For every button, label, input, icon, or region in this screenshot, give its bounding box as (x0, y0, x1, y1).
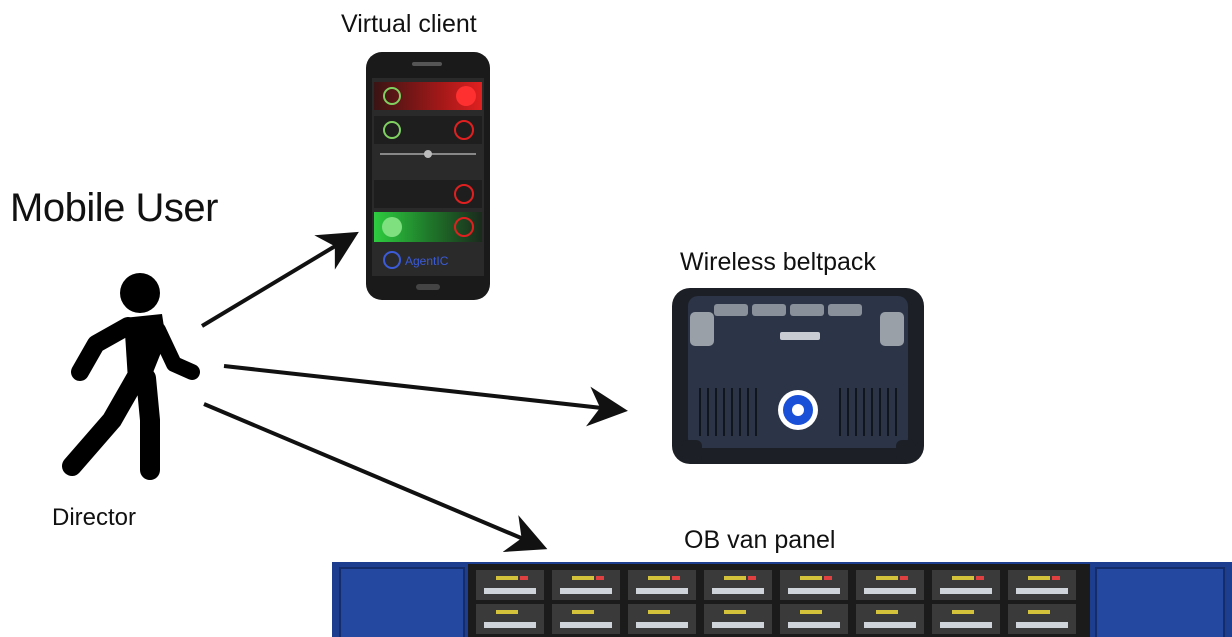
walking-person-icon (62, 273, 200, 480)
smartphone-icon: AgentIC (366, 52, 490, 300)
person-label: Director (52, 504, 137, 531)
ob-van-panel-icon (332, 562, 1232, 637)
wireless-beltpack-label: Wireless beltpack (680, 248, 876, 276)
ob-van-panel-label: OB van panel (684, 526, 836, 554)
arrow-to-virtual-client (200, 231, 359, 328)
virtual-client-label: Virtual client (341, 10, 477, 38)
wireless-beltpack-icon (672, 288, 924, 464)
diagram-title: Mobile User (10, 186, 218, 230)
arrow-to-ob-van-panel (203, 402, 548, 552)
arrow-to-beltpack (223, 364, 628, 427)
phone-logo-text: AgentIC (405, 254, 449, 268)
